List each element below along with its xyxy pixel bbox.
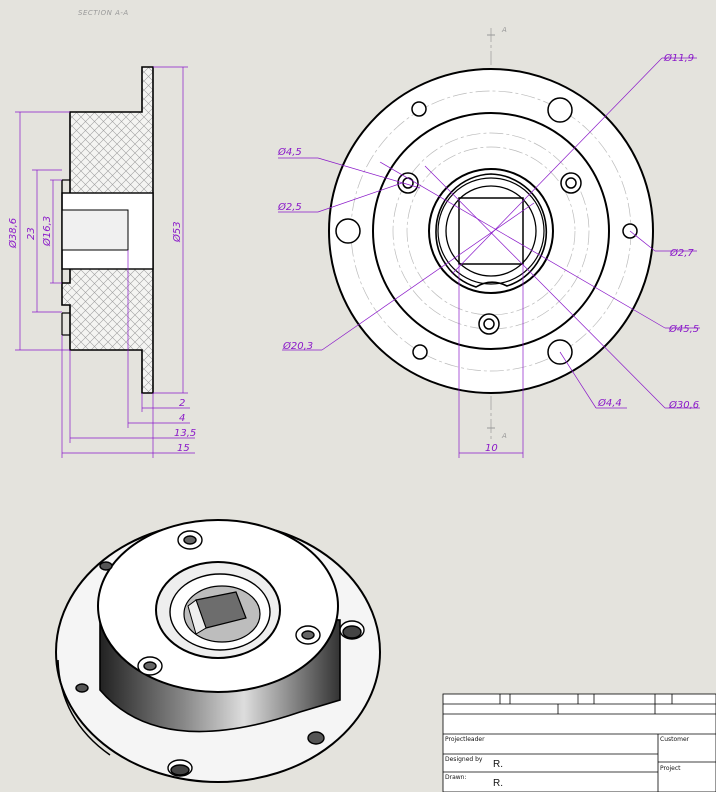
front-view: A A bbox=[277, 26, 700, 458]
iso-holes bbox=[75, 530, 365, 777]
dim-2: 2 bbox=[179, 398, 185, 409]
front-dimension-lines bbox=[278, 57, 700, 458]
square-bore bbox=[458, 197, 524, 265]
section-title: SECTION A-A bbox=[78, 9, 129, 17]
section-dimension-lines bbox=[15, 66, 195, 458]
section-body bbox=[61, 66, 154, 394]
dim-23: 23 bbox=[26, 227, 37, 240]
dim-13-5: 13,5 bbox=[174, 428, 196, 439]
designed-by-value: R. bbox=[493, 759, 503, 770]
dim-d2-7: Ø2,7 bbox=[669, 247, 694, 259]
title-block bbox=[442, 693, 716, 792]
dim-4: 4 bbox=[179, 413, 185, 424]
project-leader-label: Projectleader bbox=[445, 736, 485, 743]
dim-d53: Ø53 bbox=[171, 221, 183, 243]
dim-w10: 10 bbox=[485, 443, 498, 454]
bolt-holes bbox=[335, 97, 638, 365]
drawn-value: R. bbox=[493, 778, 503, 789]
dim-d45-5: Ø45,5 bbox=[668, 323, 699, 335]
section-marker-bottom: A bbox=[501, 432, 507, 440]
dim-d2-5: Ø2,5 bbox=[277, 201, 302, 213]
dim-d4-4: Ø4,4 bbox=[597, 397, 622, 409]
section-view: SECTION A-A bbox=[7, 9, 196, 458]
customer-label: Customer bbox=[660, 736, 690, 743]
dim-d30-6: Ø30,6 bbox=[668, 399, 699, 411]
drawn-label: Drawn: bbox=[445, 774, 467, 781]
dim-d4-5: Ø4,5 bbox=[277, 146, 302, 158]
section-marker-top: A bbox=[501, 26, 507, 34]
dim-d20-3: Ø20,3 bbox=[282, 340, 313, 352]
dim-d38-6: Ø38,6 bbox=[7, 218, 19, 249]
project-label: Project bbox=[660, 765, 681, 772]
dim-d11-9: Ø11,9 bbox=[663, 52, 694, 64]
dim-d16-3: Ø16,3 bbox=[41, 216, 53, 247]
hub-circle bbox=[372, 112, 610, 350]
isometric-view bbox=[55, 519, 381, 783]
designed-by-label: Designed by bbox=[445, 756, 483, 763]
dim-15: 15 bbox=[177, 443, 190, 454]
